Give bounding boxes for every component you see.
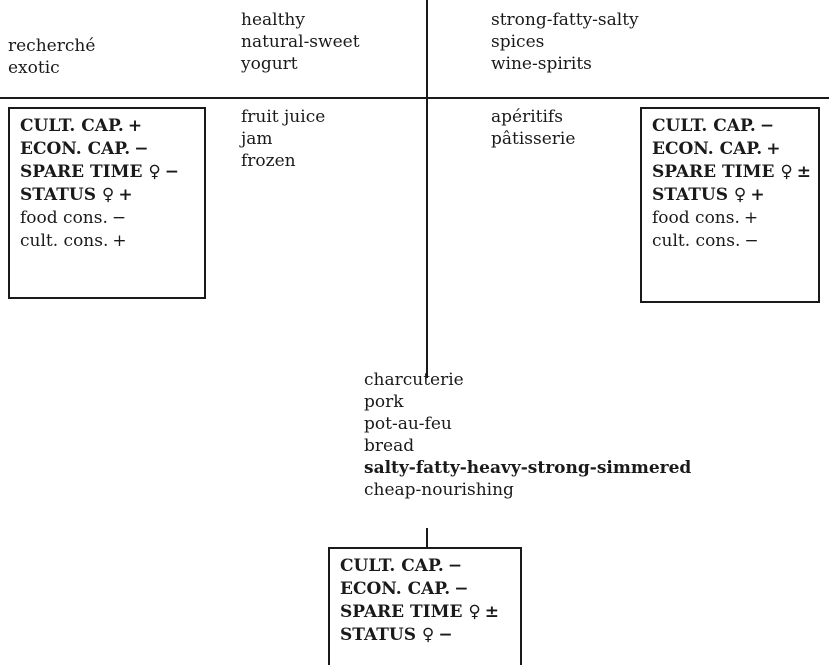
left-box-row-econ-cap: ECON. CAP.− bbox=[20, 138, 204, 161]
word-healthy: healthy bbox=[241, 10, 305, 30]
right-box-row-status: STATUS ♀+ bbox=[652, 184, 818, 207]
right-box-sign: + bbox=[750, 185, 765, 205]
left-box-row-cult-cons: cult. cons.+ bbox=[20, 230, 204, 253]
left-box-label: CULT. CAP. bbox=[20, 116, 124, 136]
top-left-words: recherché exotic bbox=[8, 35, 95, 79]
left-box-label: STATUS ♀ bbox=[20, 185, 115, 205]
word-patisserie: pâtisserie bbox=[491, 129, 576, 149]
right-box-sign: − bbox=[759, 116, 775, 136]
box-left-capital-profile: CULT. CAP.+ ECON. CAP.− SPARE TIME ♀− ST… bbox=[8, 107, 206, 299]
word-strong-fatty-salty: strong-fatty-salty bbox=[491, 10, 639, 30]
bottom-box-label: SPARE TIME ♀ bbox=[340, 602, 481, 622]
word-pot-au-feu: pot-au-feu bbox=[364, 414, 452, 434]
left-box-label: ECON. CAP. bbox=[20, 139, 131, 159]
bottom-box-sign: ± bbox=[484, 602, 499, 622]
bottom-box-sign: − bbox=[454, 579, 469, 599]
right-box-label: ECON. CAP. bbox=[652, 139, 763, 159]
left-box-sign: + bbox=[112, 231, 127, 251]
top-middle-right-words: strong-fatty-salty spices wine-spirits bbox=[491, 9, 639, 75]
left-box-sign: − bbox=[134, 139, 149, 159]
vertical-axis-bottom-connector bbox=[426, 528, 428, 550]
left-box-label: food cons. bbox=[20, 208, 108, 228]
bottom-box-label: STATUS ♀ bbox=[340, 625, 435, 645]
word-frozen: frozen bbox=[241, 151, 296, 171]
right-box-sign: + bbox=[766, 139, 781, 159]
word-natural-sweet: natural-sweet bbox=[241, 32, 360, 52]
right-box-label: SPARE TIME ♀ bbox=[652, 162, 793, 182]
left-box-sign: + bbox=[127, 116, 143, 136]
bottom-words: charcuterie pork pot-au-feu bread salty-… bbox=[364, 369, 691, 501]
vertical-axis-top bbox=[426, 0, 428, 378]
left-box-row-status: STATUS ♀+ bbox=[20, 184, 204, 207]
word-salty-fatty-heavy-strong-simmered: salty-fatty-heavy-strong-simmered bbox=[364, 458, 692, 478]
word-recherche: recherché bbox=[8, 36, 96, 56]
right-box-row-cult-cons: cult. cons.− bbox=[652, 230, 818, 253]
top-middle-left-words: healthy natural-sweet yogurt bbox=[241, 9, 360, 75]
right-box-row-econ-cap: ECON. CAP.+ bbox=[652, 138, 818, 161]
word-exotic: exotic bbox=[8, 58, 60, 78]
word-aperitifs: apéritifs bbox=[491, 107, 563, 127]
word-yogurt: yogurt bbox=[241, 54, 298, 74]
left-box-sign: − bbox=[111, 208, 127, 228]
below-right-words: apéritifs pâtisserie bbox=[491, 106, 575, 150]
left-box-row-food-cons: food cons.− bbox=[20, 207, 204, 230]
right-box-sign: + bbox=[743, 208, 759, 228]
bottom-box-row-econ-cap: ECON. CAP.− bbox=[340, 578, 520, 601]
left-box-row-spare-time: SPARE TIME ♀− bbox=[20, 161, 204, 184]
word-charcuterie: charcuterie bbox=[364, 370, 464, 390]
left-box-label: cult. cons. bbox=[20, 231, 109, 251]
left-box-row-cult-cap: CULT. CAP.+ bbox=[20, 115, 204, 138]
left-box-label: SPARE TIME ♀ bbox=[20, 162, 161, 182]
bottom-box-label: CULT. CAP. bbox=[340, 556, 444, 576]
right-box-sign: − bbox=[744, 231, 759, 251]
word-bread: bread bbox=[364, 436, 415, 456]
left-box-sign: + bbox=[118, 185, 133, 205]
bottom-box-label: ECON. CAP. bbox=[340, 579, 451, 599]
word-pork: pork bbox=[364, 392, 404, 412]
bottom-box-row-cult-cap: CULT. CAP.− bbox=[340, 555, 520, 578]
word-spices: spices bbox=[491, 32, 545, 52]
right-box-label: CULT. CAP. bbox=[652, 116, 756, 136]
box-right-capital-profile: CULT. CAP.− ECON. CAP.+ SPARE TIME ♀± ST… bbox=[640, 107, 820, 303]
right-box-sign: ± bbox=[796, 162, 811, 182]
right-box-row-spare-time: SPARE TIME ♀± bbox=[652, 161, 818, 184]
bottom-box-row-spare-time: SPARE TIME ♀± bbox=[340, 601, 520, 624]
right-box-label: cult. cons. bbox=[652, 231, 741, 251]
right-box-label: food cons. bbox=[652, 208, 740, 228]
horizontal-axis bbox=[0, 97, 829, 99]
right-box-row-food-cons: food cons.+ bbox=[652, 207, 818, 230]
left-box-sign: − bbox=[164, 162, 179, 182]
box-bottom-capital-profile: CULT. CAP.− ECON. CAP.− SPARE TIME ♀± ST… bbox=[328, 547, 522, 665]
bottom-box-sign: − bbox=[438, 625, 453, 645]
word-fruit-juice: fruit juice bbox=[241, 107, 326, 127]
bottom-box-sign: − bbox=[447, 556, 463, 576]
word-wine-spirits: wine-spirits bbox=[491, 54, 592, 74]
bottom-box-row-status: STATUS ♀− bbox=[340, 624, 520, 647]
below-left-words: fruit juice jam frozen bbox=[241, 106, 325, 172]
right-box-row-cult-cap: CULT. CAP.− bbox=[652, 115, 818, 138]
word-cheap-nourishing: cheap-nourishing bbox=[364, 480, 514, 500]
word-jam: jam bbox=[241, 129, 273, 149]
right-box-label: STATUS ♀ bbox=[652, 185, 747, 205]
